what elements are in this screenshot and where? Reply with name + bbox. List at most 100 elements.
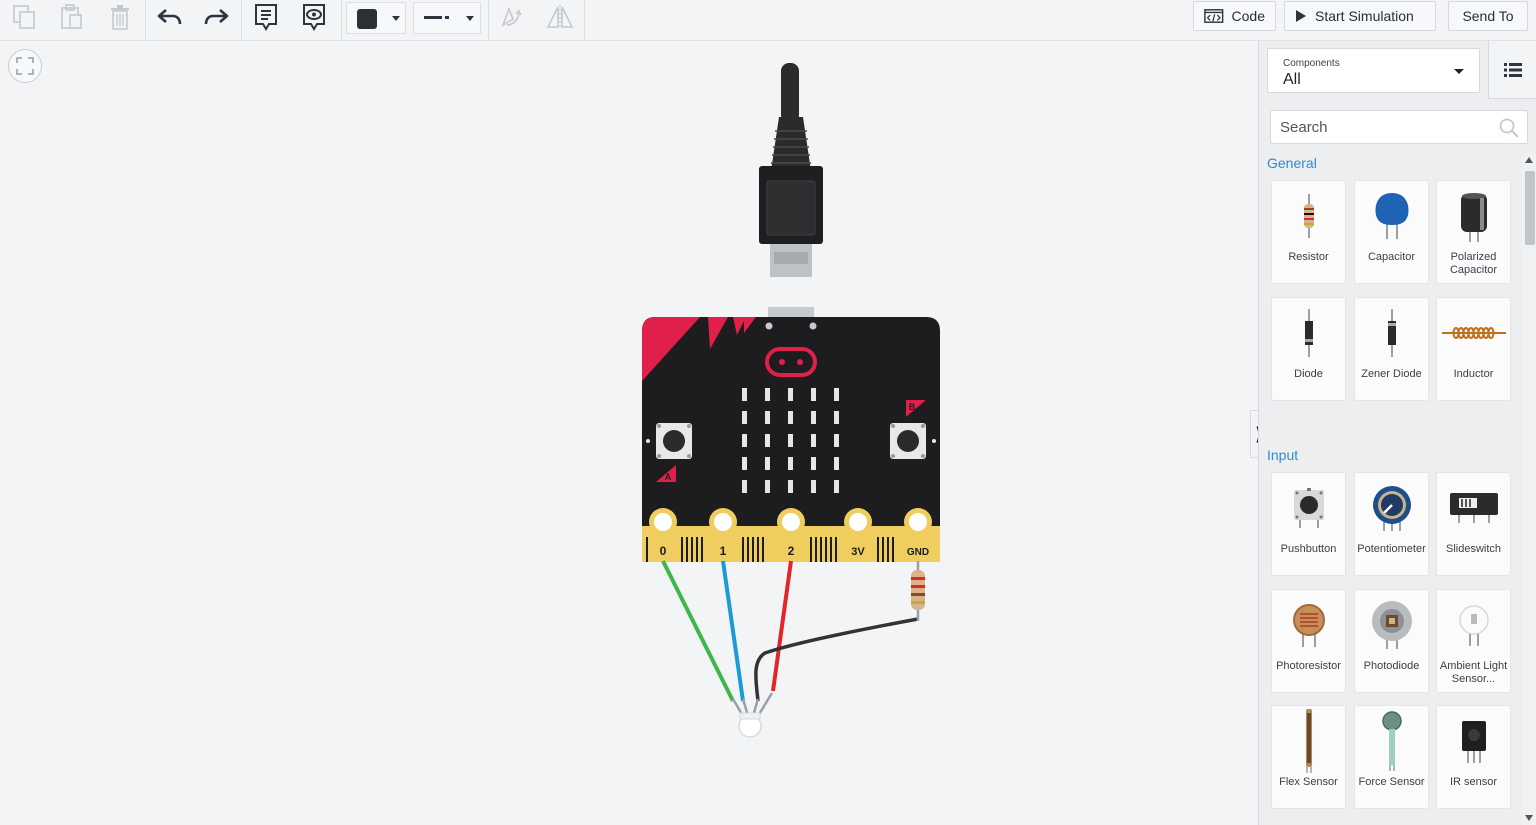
start-simulation-button[interactable]: Start Simulation <box>1284 1 1436 31</box>
color-swatch <box>357 9 377 29</box>
pin-0-pad[interactable] <box>649 508 677 536</box>
wire-green[interactable] <box>661 560 735 702</box>
component-capacitor[interactable]: Capacitor <box>1354 180 1429 284</box>
component-name: Resistor <box>1288 251 1329 263</box>
wire-red[interactable] <box>771 560 793 692</box>
component-potentiometer[interactable]: Potentiometer <box>1354 472 1429 576</box>
component-name: Zener Diode <box>1361 368 1422 380</box>
paste-icon <box>61 4 82 29</box>
list-view-button[interactable] <box>1488 41 1536 99</box>
chevron-down-icon <box>466 16 474 21</box>
search-input[interactable] <box>1280 117 1490 137</box>
component-resistor[interactable]: Resistor <box>1271 180 1346 284</box>
components-filter-value: All <box>1283 71 1301 88</box>
button-b[interactable] <box>890 400 936 459</box>
scroll-up-icon <box>1525 157 1533 163</box>
rgb-led-component[interactable] <box>731 692 774 738</box>
components-list: General Resistor Capacitor Polarized Cap… <box>1259 153 1536 825</box>
line-style-dropdown[interactable] <box>413 2 481 34</box>
scrollbar-thumb[interactable] <box>1525 171 1535 245</box>
note-icon <box>255 4 277 31</box>
component-pushbutton[interactable]: Pushbutton <box>1271 472 1346 576</box>
notes-button[interactable] <box>252 0 280 34</box>
component-photodiode[interactable]: Photodiode <box>1354 589 1429 693</box>
flip-button[interactable] <box>545 0 575 34</box>
pin-2-label: 2 <box>788 544 795 558</box>
component-diode[interactable]: Diode <box>1271 297 1346 401</box>
pin-1-label: 1 <box>720 544 727 558</box>
photoresistor-icon <box>1292 604 1325 647</box>
redo-button[interactable] <box>202 0 230 34</box>
zener-diode-icon <box>1387 309 1396 357</box>
component-slideswitch[interactable]: Slideswitch <box>1436 472 1511 576</box>
component-polarized-capacitor[interactable]: Polarized Capacitor <box>1436 180 1511 284</box>
copy-icon <box>13 5 35 29</box>
component-name: Flex Sensor <box>1279 776 1338 788</box>
paste-button[interactable] <box>57 0 85 34</box>
wire-blue[interactable] <box>721 560 745 702</box>
button-a[interactable] <box>646 423 692 482</box>
usb-cable[interactable] <box>759 63 823 277</box>
pin-3v-pad[interactable] <box>844 508 872 536</box>
pin-1-pad[interactable] <box>709 508 737 536</box>
component-zener-diode[interactable]: Zener Diode <box>1354 297 1429 401</box>
capacitor-icon <box>1375 193 1408 239</box>
toggle-notes-button[interactable] <box>300 0 328 34</box>
resistor-component[interactable] <box>911 561 925 621</box>
components-scrollbar[interactable] <box>1522 153 1536 825</box>
line-style-icon <box>424 16 449 19</box>
send-to-button[interactable]: Send To <box>1448 1 1528 31</box>
chevron-down-icon <box>1454 69 1464 74</box>
component-ir-sensor[interactable]: IR sensor <box>1436 705 1511 809</box>
pin-0-label: 0 <box>660 544 667 558</box>
polarized-capacitor-icon <box>1460 193 1487 242</box>
component-name: Ambient Light Sensor... <box>1439 660 1508 685</box>
component-flex-sensor[interactable]: Flex Sensor <box>1271 705 1346 809</box>
code-icon <box>1204 9 1224 23</box>
undo-icon <box>157 9 182 25</box>
rotate-icon <box>501 6 522 27</box>
component-ambient-light-sensor[interactable]: Ambient Light Sensor... <box>1436 589 1511 693</box>
component-name: Diode <box>1294 368 1323 380</box>
delete-button[interactable] <box>106 0 134 34</box>
pin-gnd-label: GND <box>907 547 929 558</box>
potentiometer-icon <box>1372 486 1411 531</box>
color-dropdown[interactable] <box>346 2 406 34</box>
fit-view-button[interactable] <box>8 49 42 83</box>
components-panel: Components All General Resistor Capacito… <box>1258 41 1536 825</box>
component-name: Pushbutton <box>1280 543 1337 555</box>
component-force-sensor[interactable]: Force Sensor <box>1354 705 1429 809</box>
workplane[interactable]: 0 1 2 3V GND A B <box>0 41 1258 825</box>
inductor-icon <box>1441 327 1506 339</box>
wire-black[interactable] <box>754 617 919 702</box>
search-icon <box>1499 118 1519 138</box>
flip-icon <box>546 5 574 29</box>
undo-button[interactable] <box>156 0 184 34</box>
trash-icon <box>111 5 129 30</box>
pushbutton-icon <box>1293 488 1324 528</box>
copy-button[interactable] <box>10 0 38 34</box>
component-name: Potentiometer <box>1357 543 1426 555</box>
component-inductor[interactable]: Inductor <box>1436 297 1511 401</box>
redo-icon <box>204 9 229 25</box>
ir-sensor-icon <box>1461 721 1486 763</box>
component-name: Slideswitch <box>1445 543 1502 555</box>
pin-gnd-pad[interactable] <box>904 508 932 536</box>
force-sensor-icon <box>1381 711 1402 771</box>
start-simulation-label: Start Simulation <box>1315 8 1414 24</box>
toolbar: Code Start Simulation Send To <box>0 0 1536 41</box>
component-name: Polarized Capacitor <box>1449 251 1498 276</box>
diode-icon <box>1304 309 1313 357</box>
button-b-label: B <box>909 402 916 412</box>
component-name: IR sensor <box>1449 776 1498 788</box>
component-photoresistor[interactable]: Photoresistor <box>1271 589 1346 693</box>
components-filter-select[interactable]: Components All <box>1267 48 1480 93</box>
pin-2-pad[interactable] <box>777 508 805 536</box>
ambient-light-sensor-icon <box>1458 605 1489 646</box>
code-label: Code <box>1231 8 1265 24</box>
code-button[interactable]: Code <box>1193 1 1276 31</box>
rotate-button[interactable] <box>497 0 525 34</box>
microbit-board[interactable] <box>642 317 940 564</box>
pin-3v-label: 3V <box>851 546 865 558</box>
slideswitch-icon <box>1449 493 1498 523</box>
